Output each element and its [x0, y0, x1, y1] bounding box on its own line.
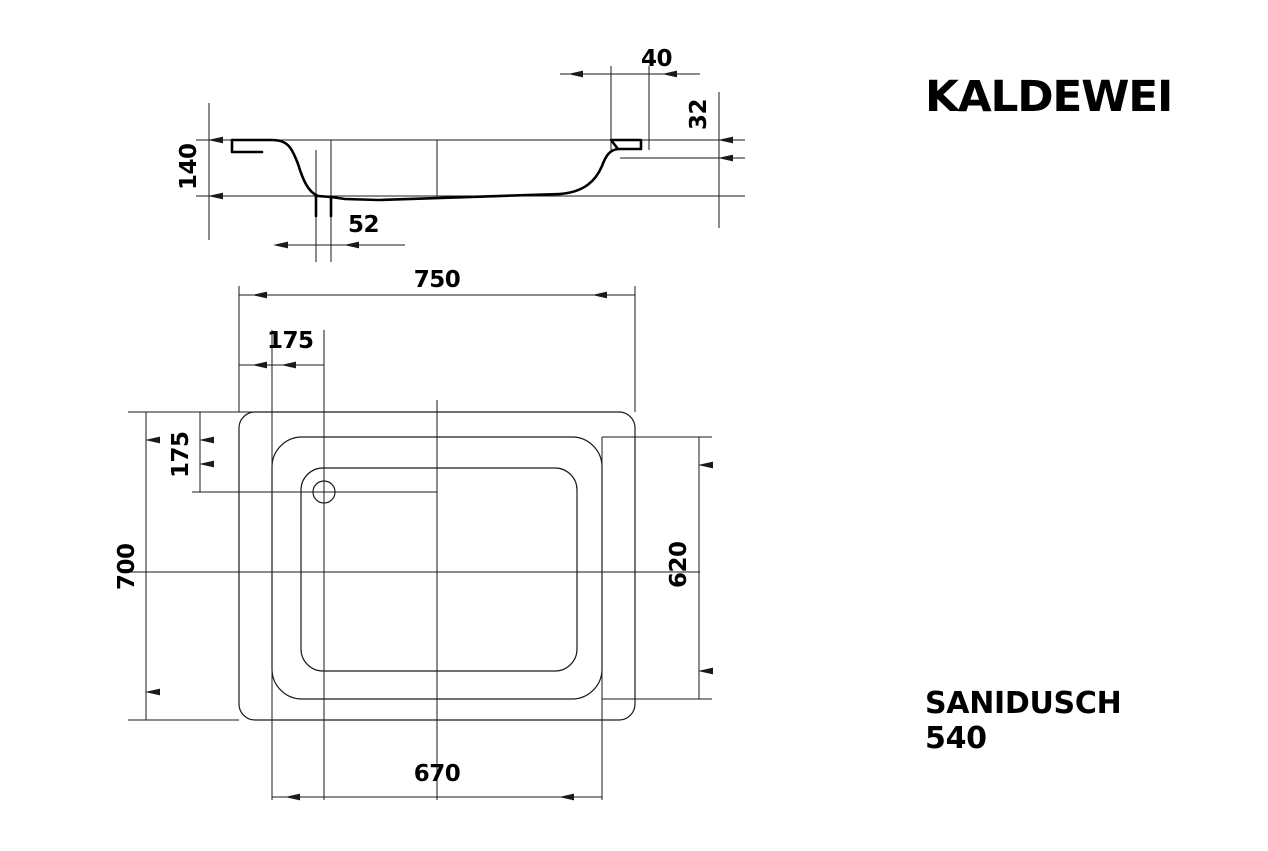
- dimension-inner-depth-620: 620: [666, 437, 713, 699]
- dimension-label-620: 620: [666, 541, 692, 588]
- cross-section-view: 140 52 40 32: [176, 46, 745, 262]
- dimension-label-700: 700: [114, 543, 140, 590]
- dimension-height-140: 140: [176, 116, 223, 220]
- drain-outlet: [312, 480, 336, 504]
- dimension-rim-40: 40: [568, 46, 690, 78]
- brand-logo: KALDEWEI: [925, 76, 1225, 119]
- dimension-label-140: 140: [176, 143, 202, 190]
- dimension-label-175-x: 175: [267, 328, 314, 354]
- dimension-label-670: 670: [414, 761, 461, 787]
- dimension-rim-32: 32: [686, 99, 733, 186]
- product-title-block: SANIDUSCH 540: [925, 686, 1245, 757]
- dimension-depth-700: 700: [114, 412, 160, 720]
- brand-logo-text: KALDEWEI: [925, 72, 1173, 122]
- dimension-label-52: 52: [348, 212, 379, 238]
- dimension-drain-offset-y-175: 175: [168, 412, 214, 492]
- dimension-inner-width-670: 670: [272, 761, 602, 801]
- dimension-label-750: 750: [414, 267, 461, 293]
- dimension-label-40: 40: [641, 46, 672, 72]
- product-name: SANIDUSCH: [925, 686, 1122, 721]
- drain-circle: [312, 480, 336, 504]
- plan-construction-lines: [120, 286, 712, 800]
- dimension-label-32: 32: [686, 99, 712, 130]
- product-model: 540: [925, 721, 987, 757]
- tray-inner-outline: [300, 467, 578, 672]
- dimension-width-750: 750: [239, 267, 635, 299]
- dimension-drain-52: 52: [273, 212, 405, 249]
- dimension-label-175-y: 175: [168, 431, 194, 478]
- tray-section-profile: [230, 138, 643, 218]
- section-construction-lines: [196, 66, 745, 262]
- plan-view: 750 175 175 700: [114, 267, 713, 801]
- dimension-drain-offset-x-175: 175: [239, 328, 324, 369]
